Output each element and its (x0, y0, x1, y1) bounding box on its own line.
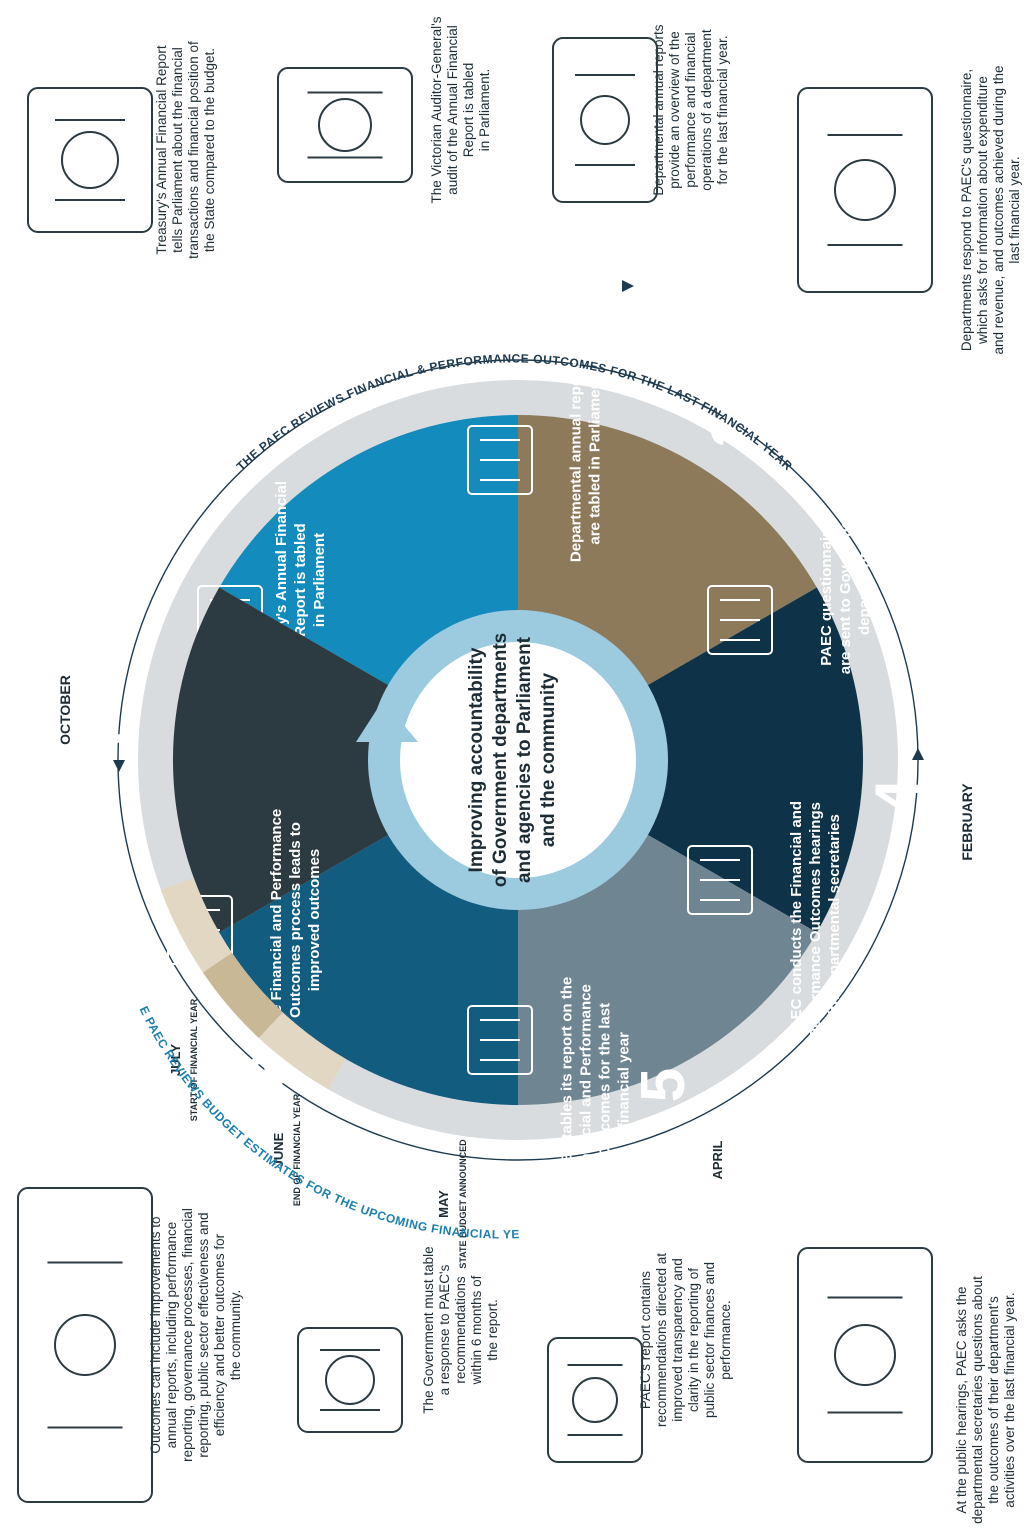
segment-6-line: improved outcomes (306, 849, 323, 992)
magnifier-icon (547, 1337, 643, 1463)
note-annual-line: performance and financial (683, 32, 698, 187)
note-audit-line: The Victorian Auditor-General's (429, 16, 444, 203)
note-report-line: clarity in the reporting of (686, 1268, 701, 1412)
segment-3-line: departments (856, 545, 873, 635)
hourglass-icon (297, 1327, 403, 1433)
segment-3 (518, 587, 864, 933)
hearing-icon (687, 845, 753, 915)
segment-3-line: PAEC questionnaires (818, 514, 835, 665)
note-outcomes-line: annual reports, including performance (164, 1222, 179, 1449)
note-response-line: within 6 months of (469, 1275, 484, 1385)
month-june-sub: END OF FINANCIAL YEAR (292, 1093, 302, 1206)
note-annual-line: Departmental annual reports (651, 24, 666, 195)
segment-4-line: PAEC conducts the Financial and (788, 801, 805, 1039)
audit-report-icon (277, 67, 413, 183)
note-audit-line: Report is tabled (461, 63, 476, 158)
note-audit-line: audit of the Annual Financial (445, 25, 460, 195)
note-questionnaire-line: and revenue, and outcomes achieved durin… (991, 66, 1006, 355)
note-questionnaire-line: last financial year. (1007, 156, 1022, 263)
note-response-line: recommendations (453, 1276, 468, 1384)
segment-5-number: 5 (629, 1068, 698, 1102)
segment-2-line: Departmental annual reports (568, 358, 585, 562)
centre-cycle-arrow (356, 700, 418, 742)
segment-1-number: 1 (74, 723, 143, 757)
centre-disc (400, 642, 636, 878)
segment-2-line: are tabled in Parliament (587, 375, 604, 544)
month-band-labels: OCTOBER FEBRUARY APRIL MAY STATE BUDGET ANNO… (57, 675, 975, 1269)
segment-5-line: Financial and Performance (578, 984, 595, 1176)
segment-1-line: Report is tabled (292, 523, 309, 636)
note-report-line: improved transparency and (670, 1258, 685, 1422)
segment-5-line: Outcomes for the last (597, 1003, 614, 1157)
month-may-sub: STATE BUDGET ANNOUNCED (458, 1139, 468, 1269)
outer-ring-arrow-right (912, 748, 924, 760)
clock-calculator-icon (552, 37, 658, 203)
segment-3-line: are sent to Government (837, 506, 854, 674)
presentation-charts-icon (797, 1247, 933, 1463)
note-report-line: performance. (718, 1300, 733, 1380)
clipboard-coins-icon (797, 87, 933, 293)
note-report-line: recommendations directed at (654, 1253, 669, 1427)
note-outcomes-line: reporting, public sector effectiveness a… (196, 1212, 211, 1457)
month-april: APRIL (710, 1140, 725, 1179)
centre-title-line: and agencies to Parliament (514, 636, 535, 883)
note-outcomes-line: Outcomes can include improvements to (148, 1216, 163, 1453)
note-hearings-line: activities over the last financial year. (1002, 1292, 1017, 1507)
note-response-line: The Government must table (421, 1246, 436, 1413)
segment-6-line: Outcomes process leads to (287, 822, 304, 1018)
month-july: JULY (168, 1044, 183, 1076)
note-outcomes-line: efficiency and better outcomes for (212, 1233, 227, 1436)
note-hearings-line: At the public hearings, PAEC asks the (954, 1286, 969, 1513)
segment-5-line: PAEC tables its report on the (559, 977, 576, 1183)
band-june (202, 952, 283, 1038)
note-questionnaire-line: which asks for information about expendi… (975, 76, 990, 345)
note-afr-line: tells Parliament about the financial (170, 47, 185, 253)
note-annual-line: for the last financial year. (715, 35, 730, 184)
centre-title-line: Improving accountability (466, 647, 487, 872)
piggy-bank-icon (27, 87, 153, 233)
note-questionnaire-line: Departments respond to PAEC's questionna… (959, 69, 974, 351)
note-audit-line: in Parliament. (477, 69, 492, 152)
segment-4-line: with departmental secretaries (826, 814, 843, 1027)
books-icon (467, 425, 533, 495)
report-book-icon (467, 1005, 533, 1075)
segment-4-number: 4 (863, 778, 932, 813)
computer-graduation-hospital-icon (17, 1187, 153, 1503)
segment-3-number: 3 (700, 413, 769, 447)
month-may: MAY (436, 1190, 451, 1218)
outer-ring-arrow-left (113, 760, 125, 772)
centre-title-line: and the community (538, 672, 559, 847)
month-october: OCTOBER (57, 675, 73, 745)
segment-5-line: financial year (616, 1032, 633, 1128)
note-report-line: public sector finances and (702, 1262, 717, 1418)
segment-2-number: 2 (317, 378, 386, 412)
segment-6 (172, 587, 518, 933)
segment-6-line: The Financial and Performance (268, 809, 285, 1032)
note-annual-line: provide an overview of the (667, 31, 682, 189)
segment-4-line: Performance Outcomes hearings (807, 802, 824, 1038)
note-annual-line: operations of a department (699, 29, 714, 191)
note-afr-line: the State compared to the budget. (202, 48, 217, 252)
segment-1-line: in Parliament (311, 533, 328, 627)
month-february: FEBRUARY (959, 783, 975, 861)
centre-title-line: of Government departments (490, 633, 511, 887)
questionnaire-icon (707, 585, 773, 655)
month-july-sub: START OF FINANCIAL YEAR (189, 998, 199, 1121)
side-icons-group (17, 37, 933, 1503)
note-response-line: a response to PAEC's (437, 1264, 452, 1395)
note-response-line: the report. (485, 1299, 500, 1361)
note-hearings-line: the outcomes of their department's (986, 1296, 1001, 1504)
note-afr-line: Treasury's Annual Financial Report (154, 45, 169, 254)
note-afr-line: transactions and financial position of (186, 41, 201, 259)
month-june: JUNE (271, 1132, 286, 1167)
note-outcomes-line: reporting, governance processes, financi… (180, 1208, 195, 1462)
note-report-line: PAEC's report contains (638, 1271, 653, 1409)
note-hearings-line: departmental secretaries questions about (970, 1276, 985, 1524)
note-outcomes-line: the community. (228, 1290, 243, 1381)
outer-ring-arrow-top (622, 280, 634, 292)
